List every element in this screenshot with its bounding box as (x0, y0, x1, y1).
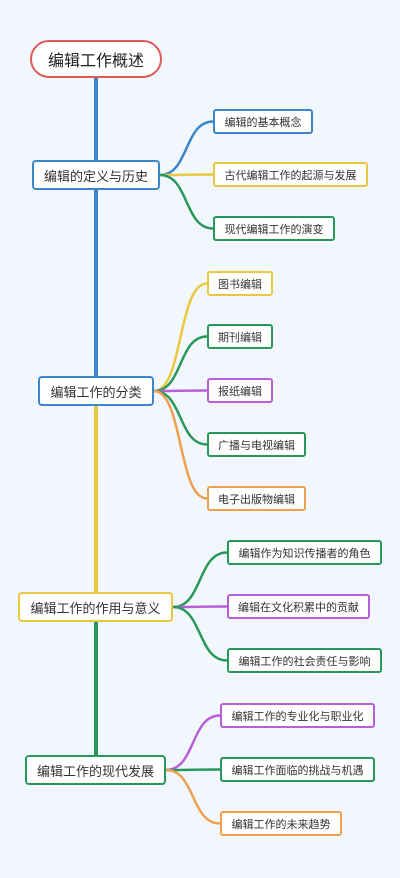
branch-curve (171, 605, 229, 662)
leaf-broadcast-tv-editing[interactable]: 广播与电视编辑 (207, 432, 306, 457)
branch-label: 编辑的定义与历史 (43, 169, 148, 185)
leaf-label: 报纸编辑 (218, 384, 262, 398)
branch-curve (164, 768, 222, 825)
leaf-journal-editing[interactable]: 期刊编辑 (207, 324, 273, 349)
leaf-cultural-contribution[interactable]: 编辑在文化积累中的贡献 (227, 594, 370, 619)
root-label: 编辑工作概述 (47, 51, 144, 70)
branch-curve (164, 714, 222, 772)
leaf-future-trends[interactable]: 编辑工作的未来趋势 (220, 811, 342, 836)
leaf-label: 编辑工作面临的挑战与机遇 (231, 763, 364, 777)
leaf-electronic-publication-editing[interactable]: 电子出版物编辑 (207, 486, 306, 511)
branch-curve (158, 173, 215, 230)
leaf-label: 古代编辑工作的起源与发展 (224, 168, 357, 182)
branch-curve (152, 335, 209, 393)
branch-curve (171, 551, 229, 609)
branch-curve (152, 389, 209, 500)
leaf-label: 编辑作为知识传播者的角色 (238, 546, 371, 560)
branch-curve (158, 120, 215, 177)
leaf-label: 编辑工作的社会责任与影响 (238, 654, 371, 668)
branch-curve (152, 282, 209, 393)
leaf-label: 广播与电视编辑 (218, 438, 295, 452)
leaf-label: 编辑的基本概念 (224, 115, 302, 129)
leaf-knowledge-disseminator[interactable]: 编辑作为知识传播者的角色 (227, 540, 382, 565)
branch-label: 编辑工作的现代发展 (36, 764, 154, 780)
branch-modern-development[interactable]: 编辑工作的现代发展 (25, 755, 166, 785)
leaf-modern-evolution[interactable]: 现代编辑工作的演变 (213, 216, 335, 241)
branch-curve (152, 389, 209, 393)
leaf-label: 编辑工作的未来趋势 (231, 817, 331, 831)
leaf-label: 编辑工作的专业化与职业化 (231, 709, 364, 723)
leaf-label: 电子出版物编辑 (218, 492, 295, 506)
leaf-label: 图书编辑 (218, 277, 262, 291)
leaf-professionalization[interactable]: 编辑工作的专业化与职业化 (220, 703, 375, 728)
leaf-ancient-origin[interactable]: 古代编辑工作的起源与发展 (213, 162, 368, 187)
branch-curve (164, 768, 222, 772)
leaf-label: 编辑在文化积累中的贡献 (238, 600, 359, 614)
branch-classification[interactable]: 编辑工作的分类 (38, 376, 154, 406)
branch-label: 编辑工作的分类 (50, 385, 142, 401)
leaf-basic-concept[interactable]: 编辑的基本概念 (213, 109, 313, 134)
leaf-label: 期刊编辑 (218, 330, 262, 344)
leaf-book-editing[interactable]: 图书编辑 (207, 271, 273, 296)
leaf-challenges-opportunities[interactable]: 编辑工作面临的挑战与机遇 (220, 757, 375, 782)
branch-role-significance[interactable]: 编辑工作的作用与意义 (18, 592, 173, 622)
branch-curve (171, 605, 229, 609)
branch-curve (152, 389, 209, 446)
leaf-newspaper-editing[interactable]: 报纸编辑 (207, 378, 273, 403)
leaf-label: 现代编辑工作的演变 (224, 222, 324, 236)
leaf-social-responsibility[interactable]: 编辑工作的社会责任与影响 (227, 648, 382, 673)
branch-definition-history[interactable]: 编辑的定义与历史 (32, 160, 160, 190)
branch-label: 编辑工作的作用与意义 (30, 601, 161, 617)
branch-curve (158, 173, 215, 177)
root-node[interactable]: 编辑工作概述 (30, 40, 162, 78)
